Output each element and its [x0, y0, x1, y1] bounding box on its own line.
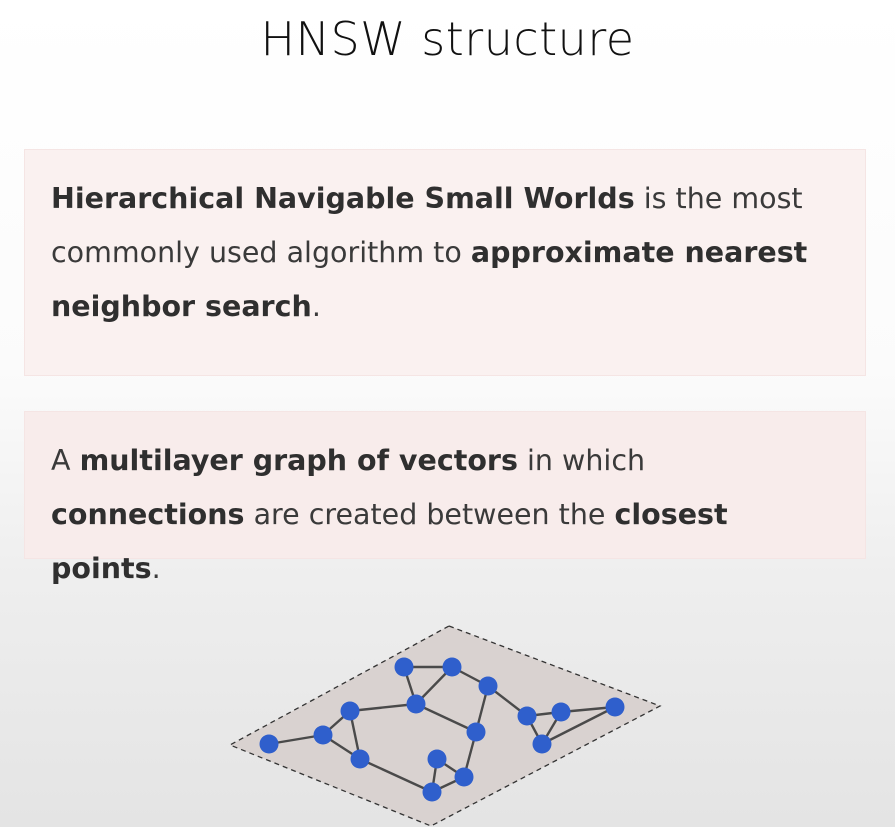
graph-node — [394, 657, 414, 677]
period: . — [311, 290, 321, 323]
graph-node — [551, 702, 571, 722]
term-connections: connections — [51, 498, 245, 531]
period: . — [151, 552, 161, 585]
graph-edge — [349, 702, 417, 713]
graph-node — [466, 722, 486, 742]
term-closest-points: closest points — [51, 498, 728, 585]
graph-edge — [541, 705, 616, 746]
graph-node — [442, 657, 462, 677]
definition-text: is the most commonly used algorithm to — [51, 182, 803, 269]
graph-edge — [415, 702, 477, 734]
graph-node — [350, 749, 370, 769]
graph-node — [427, 749, 447, 769]
description-text-c: are created between the — [244, 498, 615, 531]
page-title: HNSW structure — [260, 12, 635, 66]
graph-plane — [228, 625, 662, 827]
graph-node — [340, 701, 360, 721]
graph-node — [406, 694, 426, 714]
description-text-a: A — [51, 444, 80, 477]
description-text-b: in which — [517, 444, 646, 477]
definition-card: Hierarchical Navigable Small Worlds is t… — [24, 149, 866, 376]
graph-node — [605, 697, 625, 717]
term-ann-search: approximate nearest neighbor search — [51, 236, 808, 323]
graph-node — [422, 782, 442, 802]
description-card: A multilayer graph of vectors in which c… — [24, 411, 866, 585]
graph-node — [517, 706, 537, 726]
graph-node — [313, 725, 333, 745]
graph-node — [454, 767, 474, 787]
term-multilayer-graph: multilayer graph of vectors — [79, 444, 518, 477]
term-hnsw: Hierarchical Navigable Small Worlds — [51, 182, 635, 215]
graph-node — [478, 676, 498, 696]
graph-nodes — [259, 657, 625, 802]
graph-node — [532, 734, 552, 754]
graph-node — [259, 734, 279, 754]
graph-edge — [359, 757, 433, 794]
graph-illustration — [228, 625, 662, 827]
